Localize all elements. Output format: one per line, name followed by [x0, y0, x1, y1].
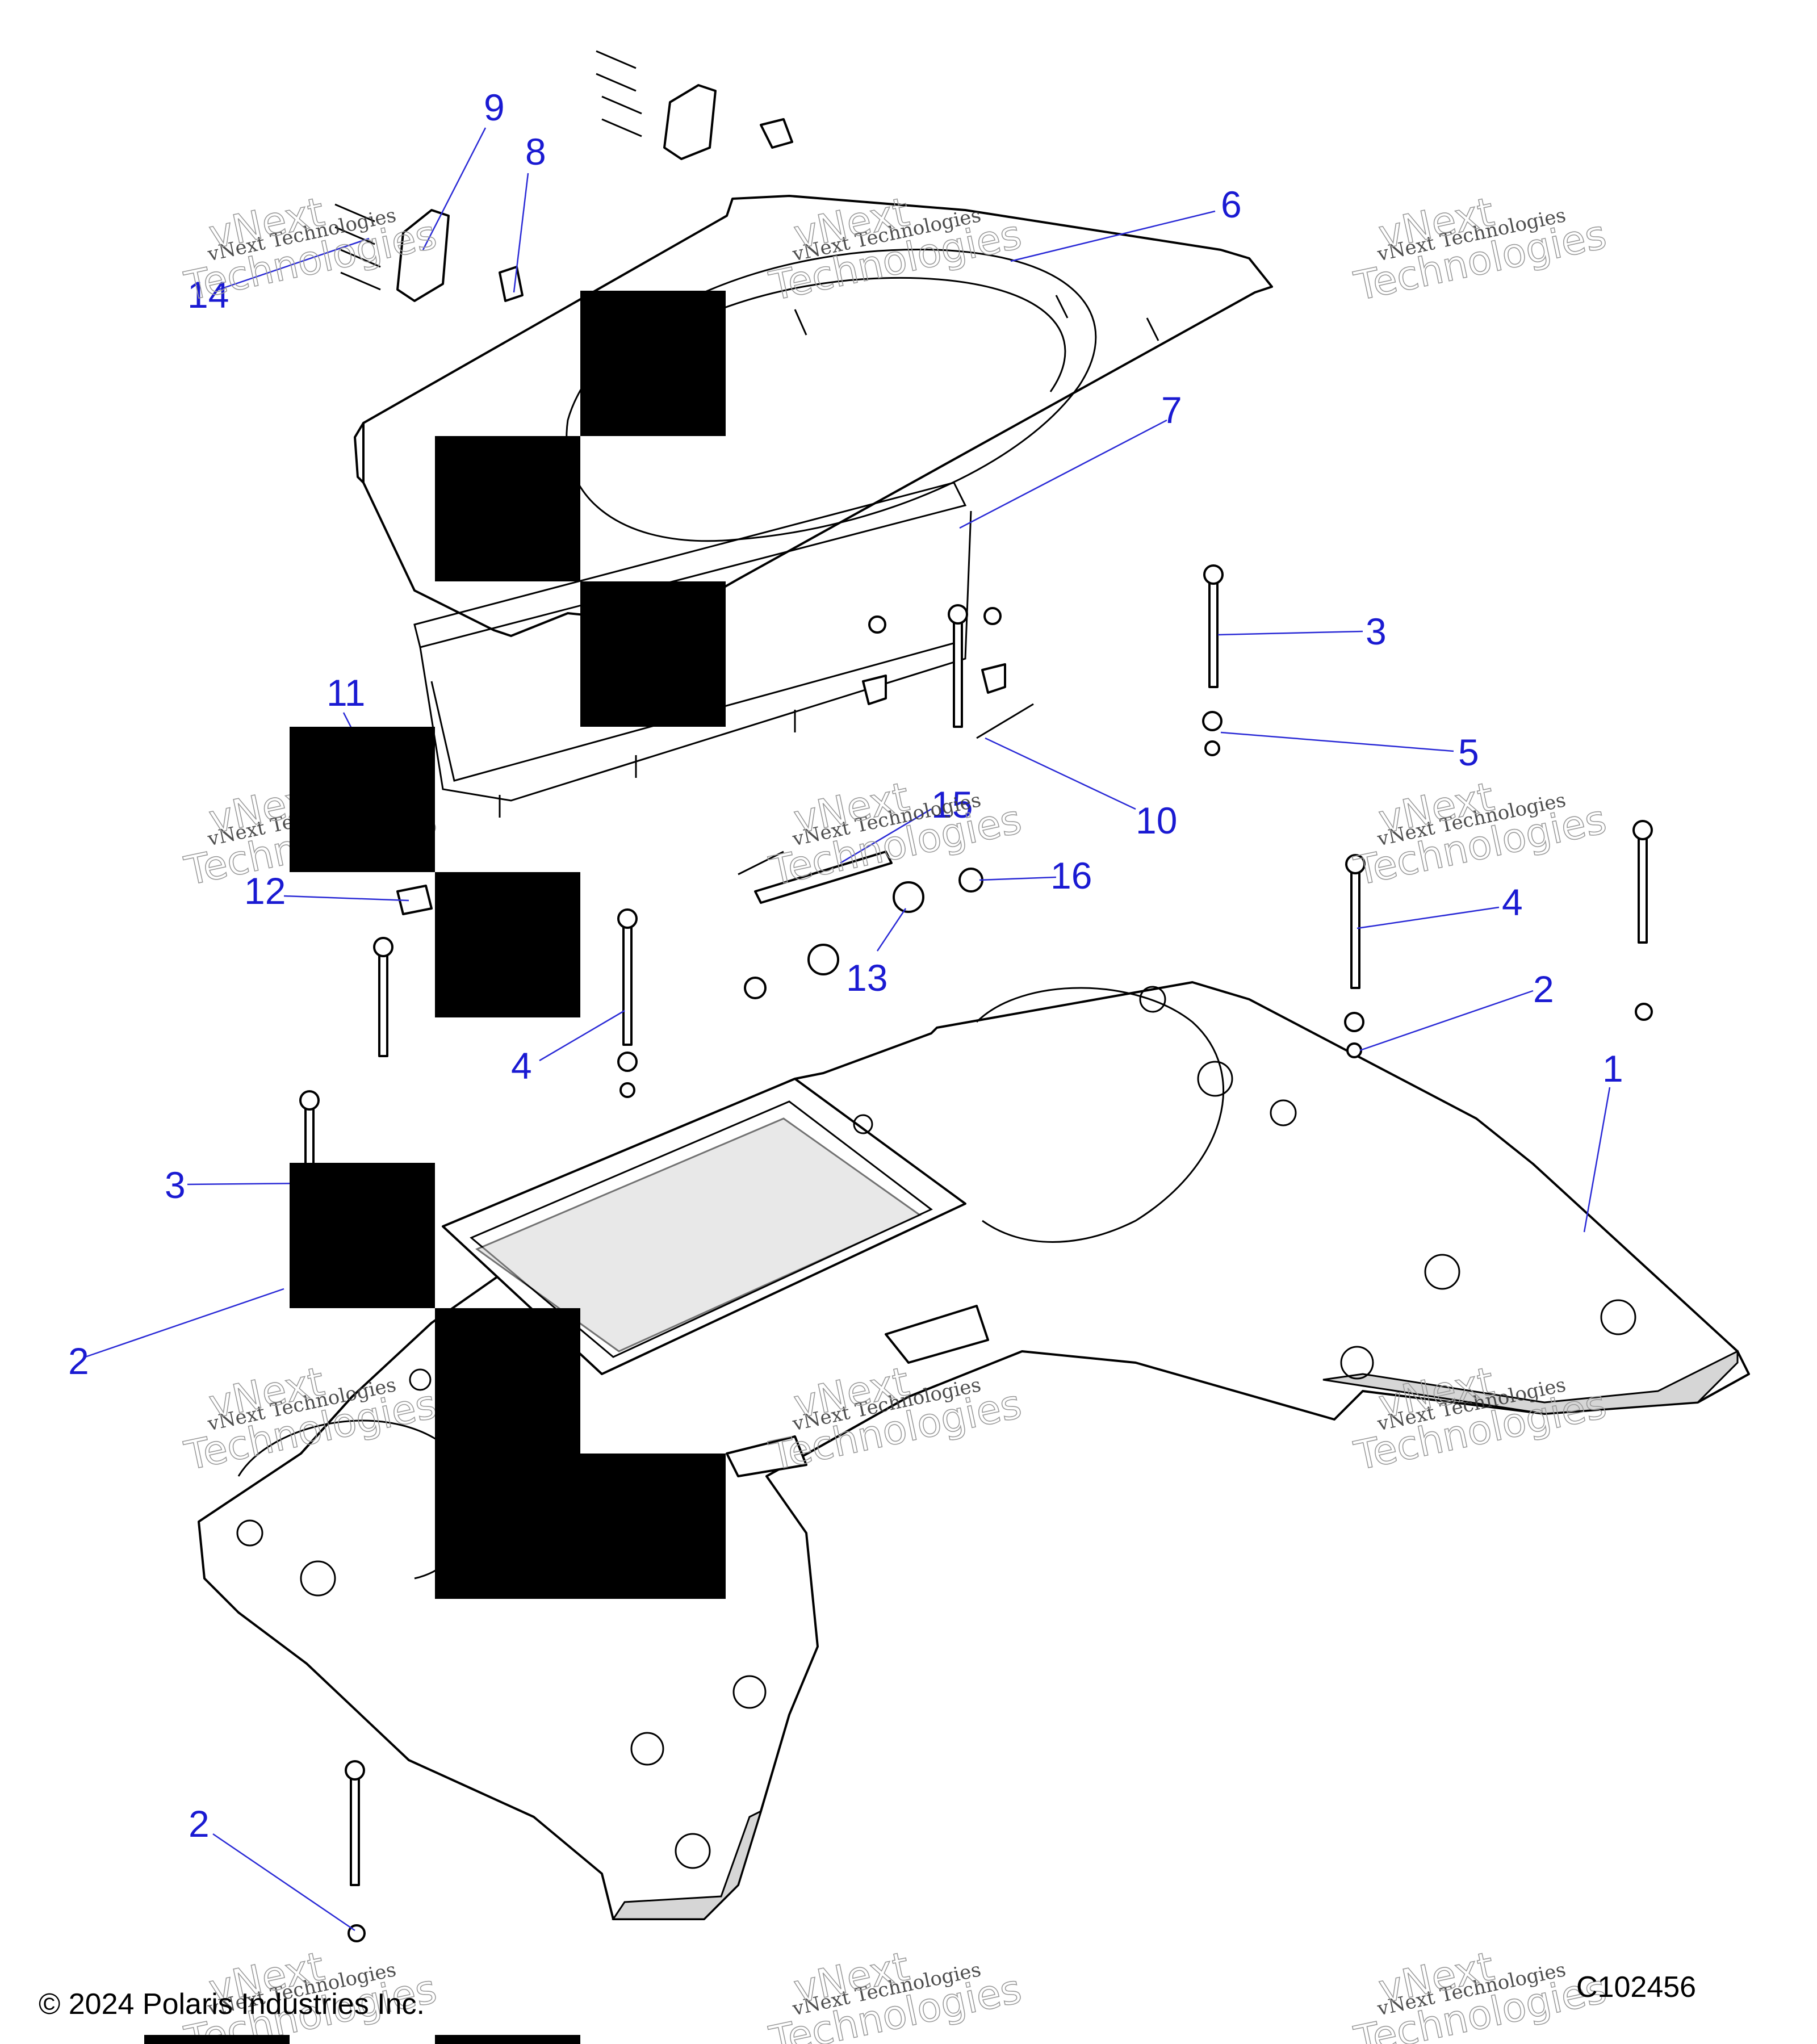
redaction-blocks: [144, 291, 726, 2044]
watermark: vNext Technologies vNext Technologies: [1350, 1942, 1610, 2044]
pin-15: [738, 851, 784, 876]
callout-7: 7: [1161, 389, 1182, 431]
callout-9: 9: [484, 86, 505, 128]
rack-frame: [413, 481, 972, 818]
redaction-block: [580, 1454, 726, 1599]
rivets-left: [334, 203, 381, 291]
callout-2-left: 2: [68, 1340, 89, 1382]
bolt-4-left: [622, 919, 633, 1046]
callout-4-left: 4: [511, 1045, 532, 1087]
callout-labels: 1 2 2 2 3 3 4 4 5 6 7 8 9 10 11 12 13 14…: [68, 86, 1623, 1845]
callout-11: 11: [326, 672, 366, 714]
redaction-block: [435, 1454, 580, 1599]
callout-2-bottom: 2: [189, 1803, 210, 1845]
grommet-13: [893, 881, 924, 913]
washer-5: [1202, 711, 1223, 731]
drawing-code: C102456: [1576, 1971, 1697, 2004]
hinge-left: [396, 209, 450, 302]
callout-3-left: 3: [165, 1164, 186, 1206]
callout-14: 14: [187, 274, 229, 316]
callout-4-right: 4: [1502, 881, 1523, 923]
bolt-bottom: [350, 1770, 360, 1886]
redaction-block: [435, 1308, 580, 1454]
callout-12: 12: [244, 870, 286, 912]
bolt-left-a: [378, 947, 388, 1057]
watermark: vNext Technologies vNext Technologies: [180, 188, 441, 310]
nut-b: [981, 663, 1006, 694]
watermark: vNext Technologies vNext Technologies: [765, 1942, 1025, 2044]
nut-5: [1204, 740, 1220, 756]
watermark: vNext Technologies vNext Technologies: [180, 1942, 441, 2044]
watermark: vNext Technologies vNext Technologies: [765, 773, 1025, 895]
callout-6: 6: [1221, 183, 1242, 225]
callout-16: 16: [1050, 855, 1092, 897]
bolt-16: [958, 868, 983, 893]
bolt-far-right: [1638, 828, 1648, 944]
rack-base: [198, 981, 1750, 1920]
hardware: [299, 50, 1653, 1942]
redaction-block: [580, 581, 726, 727]
redaction-block: [290, 727, 435, 872]
bolt-center: [953, 612, 963, 728]
redaction-block: [435, 436, 580, 581]
callout-1: 1: [1602, 1048, 1623, 1090]
clip-12: [396, 885, 433, 915]
plate-15: [754, 851, 893, 904]
clip-upper: [760, 118, 793, 149]
callout-10: 10: [1136, 799, 1177, 841]
callout-8: 8: [525, 131, 546, 173]
callout-3-right: 3: [1366, 610, 1387, 652]
redaction-block: [580, 291, 726, 436]
redaction-block: [435, 2035, 580, 2044]
bolt-3-right: [1208, 572, 1219, 688]
watermark: vNext Technologies vNext Technologies: [1350, 188, 1610, 310]
redaction-block: [435, 872, 580, 1017]
nut-2-right: [1346, 1042, 1362, 1058]
redaction-block: [144, 2035, 290, 2044]
rivets-right: [596, 50, 642, 137]
nut-a: [862, 675, 887, 705]
callout-5: 5: [1458, 731, 1479, 773]
redaction-block: [290, 1163, 435, 1308]
copyright-text: © 2024 Polaris Industries Inc.: [39, 1988, 425, 2021]
hinge-right: [663, 84, 717, 160]
callout-13: 13: [846, 957, 887, 999]
pin-10: [976, 703, 1034, 739]
callout-2-right: 2: [1533, 968, 1554, 1010]
bolt-3-left: [304, 1100, 315, 1171]
callout-15: 15: [931, 784, 973, 826]
clip-8: [499, 266, 524, 302]
